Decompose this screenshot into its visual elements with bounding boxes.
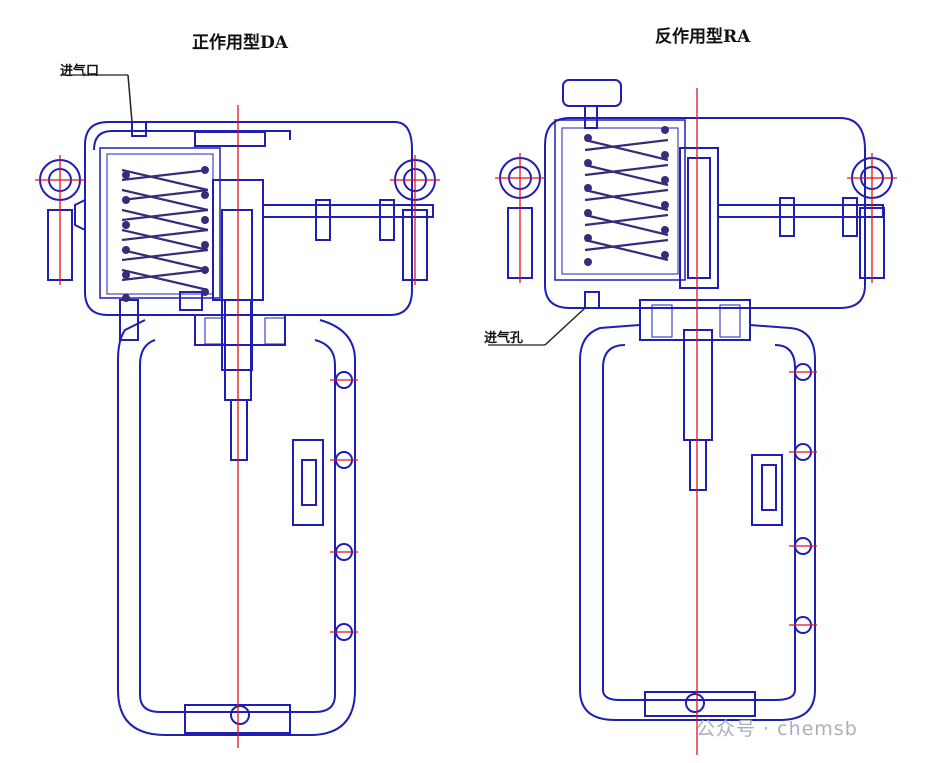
centerlines [35, 88, 897, 755]
left-title: 正作用型DA [192, 33, 288, 53]
right-actuator [488, 79, 893, 721]
right-title: 反作用型RA [655, 27, 751, 47]
left-actuator [39, 74, 436, 736]
watermark: 公众号 · chemsb [696, 718, 858, 740]
right-spring-ends [584, 126, 669, 266]
left-springs [121, 168, 209, 292]
right-springs [584, 138, 669, 262]
right-port-label: 进气孔 [484, 331, 524, 346]
left-spring-ends [122, 166, 209, 302]
